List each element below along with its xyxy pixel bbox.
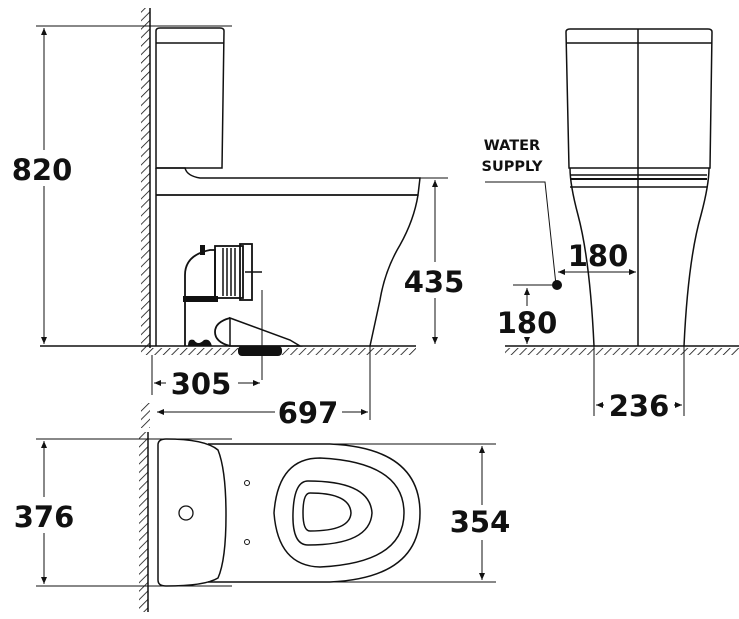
pan-connector [183,243,303,380]
seat-lid [156,167,421,196]
tank-top [157,438,227,587]
top-view: 376 354 [14,432,511,612]
dim-total-depth: 697 [278,396,339,430]
dim-outlet-distance: 305 [171,367,232,401]
seat-outer [273,457,405,568]
flush-button [178,505,194,521]
bowl-left-profile [569,167,595,347]
dim-base-width: 236 [609,389,670,423]
dim-seat-height: 435 [404,265,465,299]
water-supply-leader [485,181,557,286]
bowl-opening [302,492,352,532]
front-view: WATER SUPPLY 180 180 236 [482,28,739,423]
water-supply-label-2: SUPPLY [482,159,543,175]
bowl-right-profile [683,167,710,347]
dim-bowl-width: 354 [450,505,511,539]
seat-inner [292,480,373,546]
tank-front [565,28,713,169]
dim-tank-width: 376 [14,500,75,534]
wall-hatch-top [139,432,148,612]
bowl-outline-top [208,443,421,583]
tank-outline [155,27,225,169]
dim-supply-offset: 180 [568,239,629,273]
floor-hatch-front [505,348,739,355]
bowl-profile [369,194,419,347]
dim-supply-height: 180 [497,306,558,340]
side-view: 820 435 305 697 [12,8,465,430]
water-supply-label-1: WATER [484,138,540,154]
wall-hatch-lower [141,403,150,428]
dim-total-height: 820 [12,153,73,187]
wall-hatch [141,8,150,348]
